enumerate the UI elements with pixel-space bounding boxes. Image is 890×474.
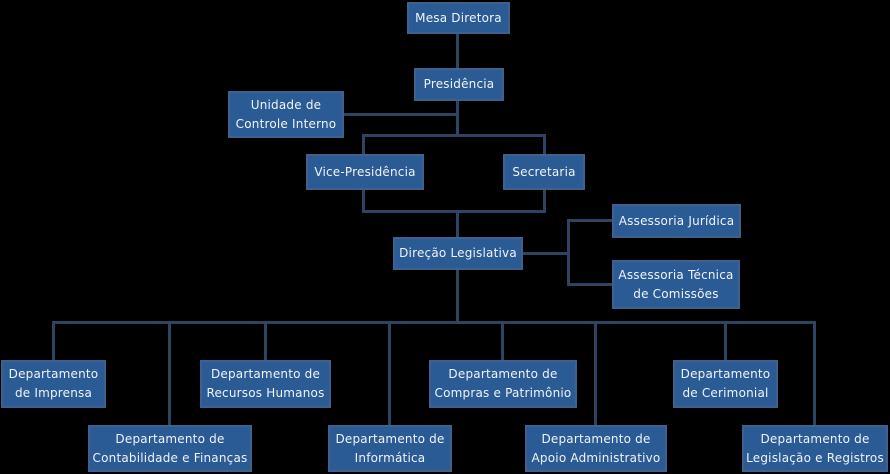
connector-drop-legislacao — [813, 321, 816, 425]
org-node-departamento-compras-patrimonio[interactable]: Departamento de Compras e Patrimônio — [429, 360, 577, 408]
connector-to-assessoria-juridica — [567, 219, 612, 222]
org-node-departamento-recursos-humanos[interactable]: Departamento de Recursos Humanos — [200, 360, 331, 408]
connector-to-vice-presidencia — [362, 134, 365, 154]
connector-to-assessoria-tecnica — [567, 283, 612, 286]
connector-direcao-to-assessorias — [523, 252, 570, 255]
org-node-presidencia[interactable]: Presidência — [414, 68, 504, 101]
org-node-assessoria-juridica[interactable]: Assessoria Jurídica — [612, 204, 741, 238]
connector-vice-down — [362, 190, 365, 213]
org-node-assessoria-tecnica-comissoes[interactable]: Assessoria Técnica de Comissões — [612, 260, 740, 309]
org-node-departamento-apoio-administrativo[interactable]: Departamento de Apoio Administrativo — [525, 425, 667, 472]
org-node-departamento-contabilidade-financas[interactable]: Departamento de Contabilidade e Finanças — [88, 425, 252, 472]
connector-unidade-controle — [344, 113, 459, 116]
org-node-departamento-legislacao-registros[interactable]: Departamento de Legislação e Registros — [742, 425, 888, 472]
org-node-direcao-legislativa[interactable]: Direção Legislativa — [393, 237, 523, 270]
connector-departments-main — [52, 321, 816, 324]
org-node-mesa-diretora[interactable]: Mesa Diretora — [407, 2, 510, 34]
connector-mesa-to-presidencia — [456, 34, 459, 69]
connector-to-secretaria — [543, 134, 546, 154]
connector-assessorias-bracket — [567, 219, 570, 286]
org-node-secretaria[interactable]: Secretaria — [503, 154, 585, 190]
connector-drop-apoio — [594, 321, 597, 425]
org-node-vice-presidencia[interactable]: Vice-Presidência — [306, 154, 424, 190]
connector-bracket-top — [362, 134, 546, 137]
connector-presidencia-down — [456, 101, 459, 137]
org-node-unidade-controle-interno[interactable]: Unidade de Controle Interno — [228, 91, 344, 138]
connector-drop-recursos-humanos — [264, 321, 267, 360]
org-node-departamento-informatica[interactable]: Departamento de Informática — [328, 425, 452, 472]
connector-bracket-bottom — [362, 210, 546, 213]
connector-secretaria-down — [543, 190, 546, 213]
org-node-departamento-imprensa[interactable]: Departamento de Imprensa — [1, 360, 106, 408]
connector-to-direcao — [456, 210, 459, 237]
connector-drop-imprensa — [52, 321, 55, 360]
connector-direcao-down — [456, 270, 459, 323]
org-node-departamento-cerimonial[interactable]: Departamento de Cerimonial — [673, 360, 778, 408]
connector-drop-contabilidade — [168, 321, 171, 425]
connector-drop-cerimonial — [724, 321, 727, 360]
connector-drop-compras — [501, 321, 504, 360]
connector-drop-informatica — [388, 321, 391, 425]
